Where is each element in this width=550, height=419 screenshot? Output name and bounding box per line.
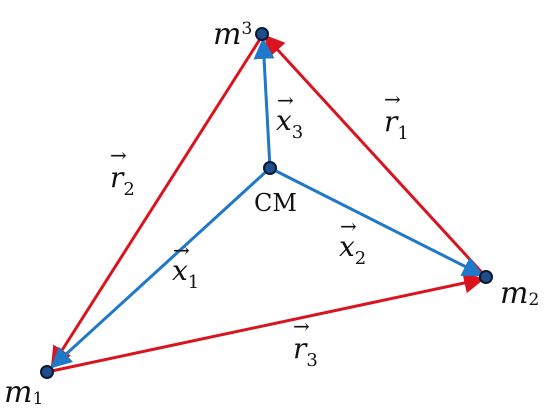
label-cm: CM (254, 189, 297, 217)
x2-vector (269, 166, 484, 277)
label-r3: r3 (293, 332, 318, 371)
label-m2: m2 (500, 276, 539, 311)
arrow-mark-r3: → (293, 314, 310, 338)
arrow-mark-r1: → (384, 87, 401, 111)
arrow-mark-x3: → (277, 88, 294, 112)
label-r2: r2 (110, 161, 135, 200)
r2-vector (50, 35, 264, 368)
label-x1: x1 (172, 254, 199, 293)
node-m3 (255, 27, 269, 41)
node-m1 (40, 365, 54, 379)
arrow-mark-x1: → (173, 238, 190, 262)
label-r1: r1 (384, 105, 409, 144)
label-m3: m3 (213, 17, 252, 52)
r3-vector (46, 272, 486, 374)
label-m1: m1 (4, 375, 43, 410)
arrow-mark-r2: → (110, 143, 127, 167)
label-x2: x2 (339, 230, 366, 269)
node-m2 (479, 270, 493, 284)
node-cm (263, 161, 277, 175)
x1-vector (50, 166, 272, 369)
label-x3: x3 (276, 104, 303, 143)
r1-vector (263, 34, 488, 279)
x3-vector (253, 37, 275, 169)
arrow-mark-x2: → (340, 214, 357, 238)
